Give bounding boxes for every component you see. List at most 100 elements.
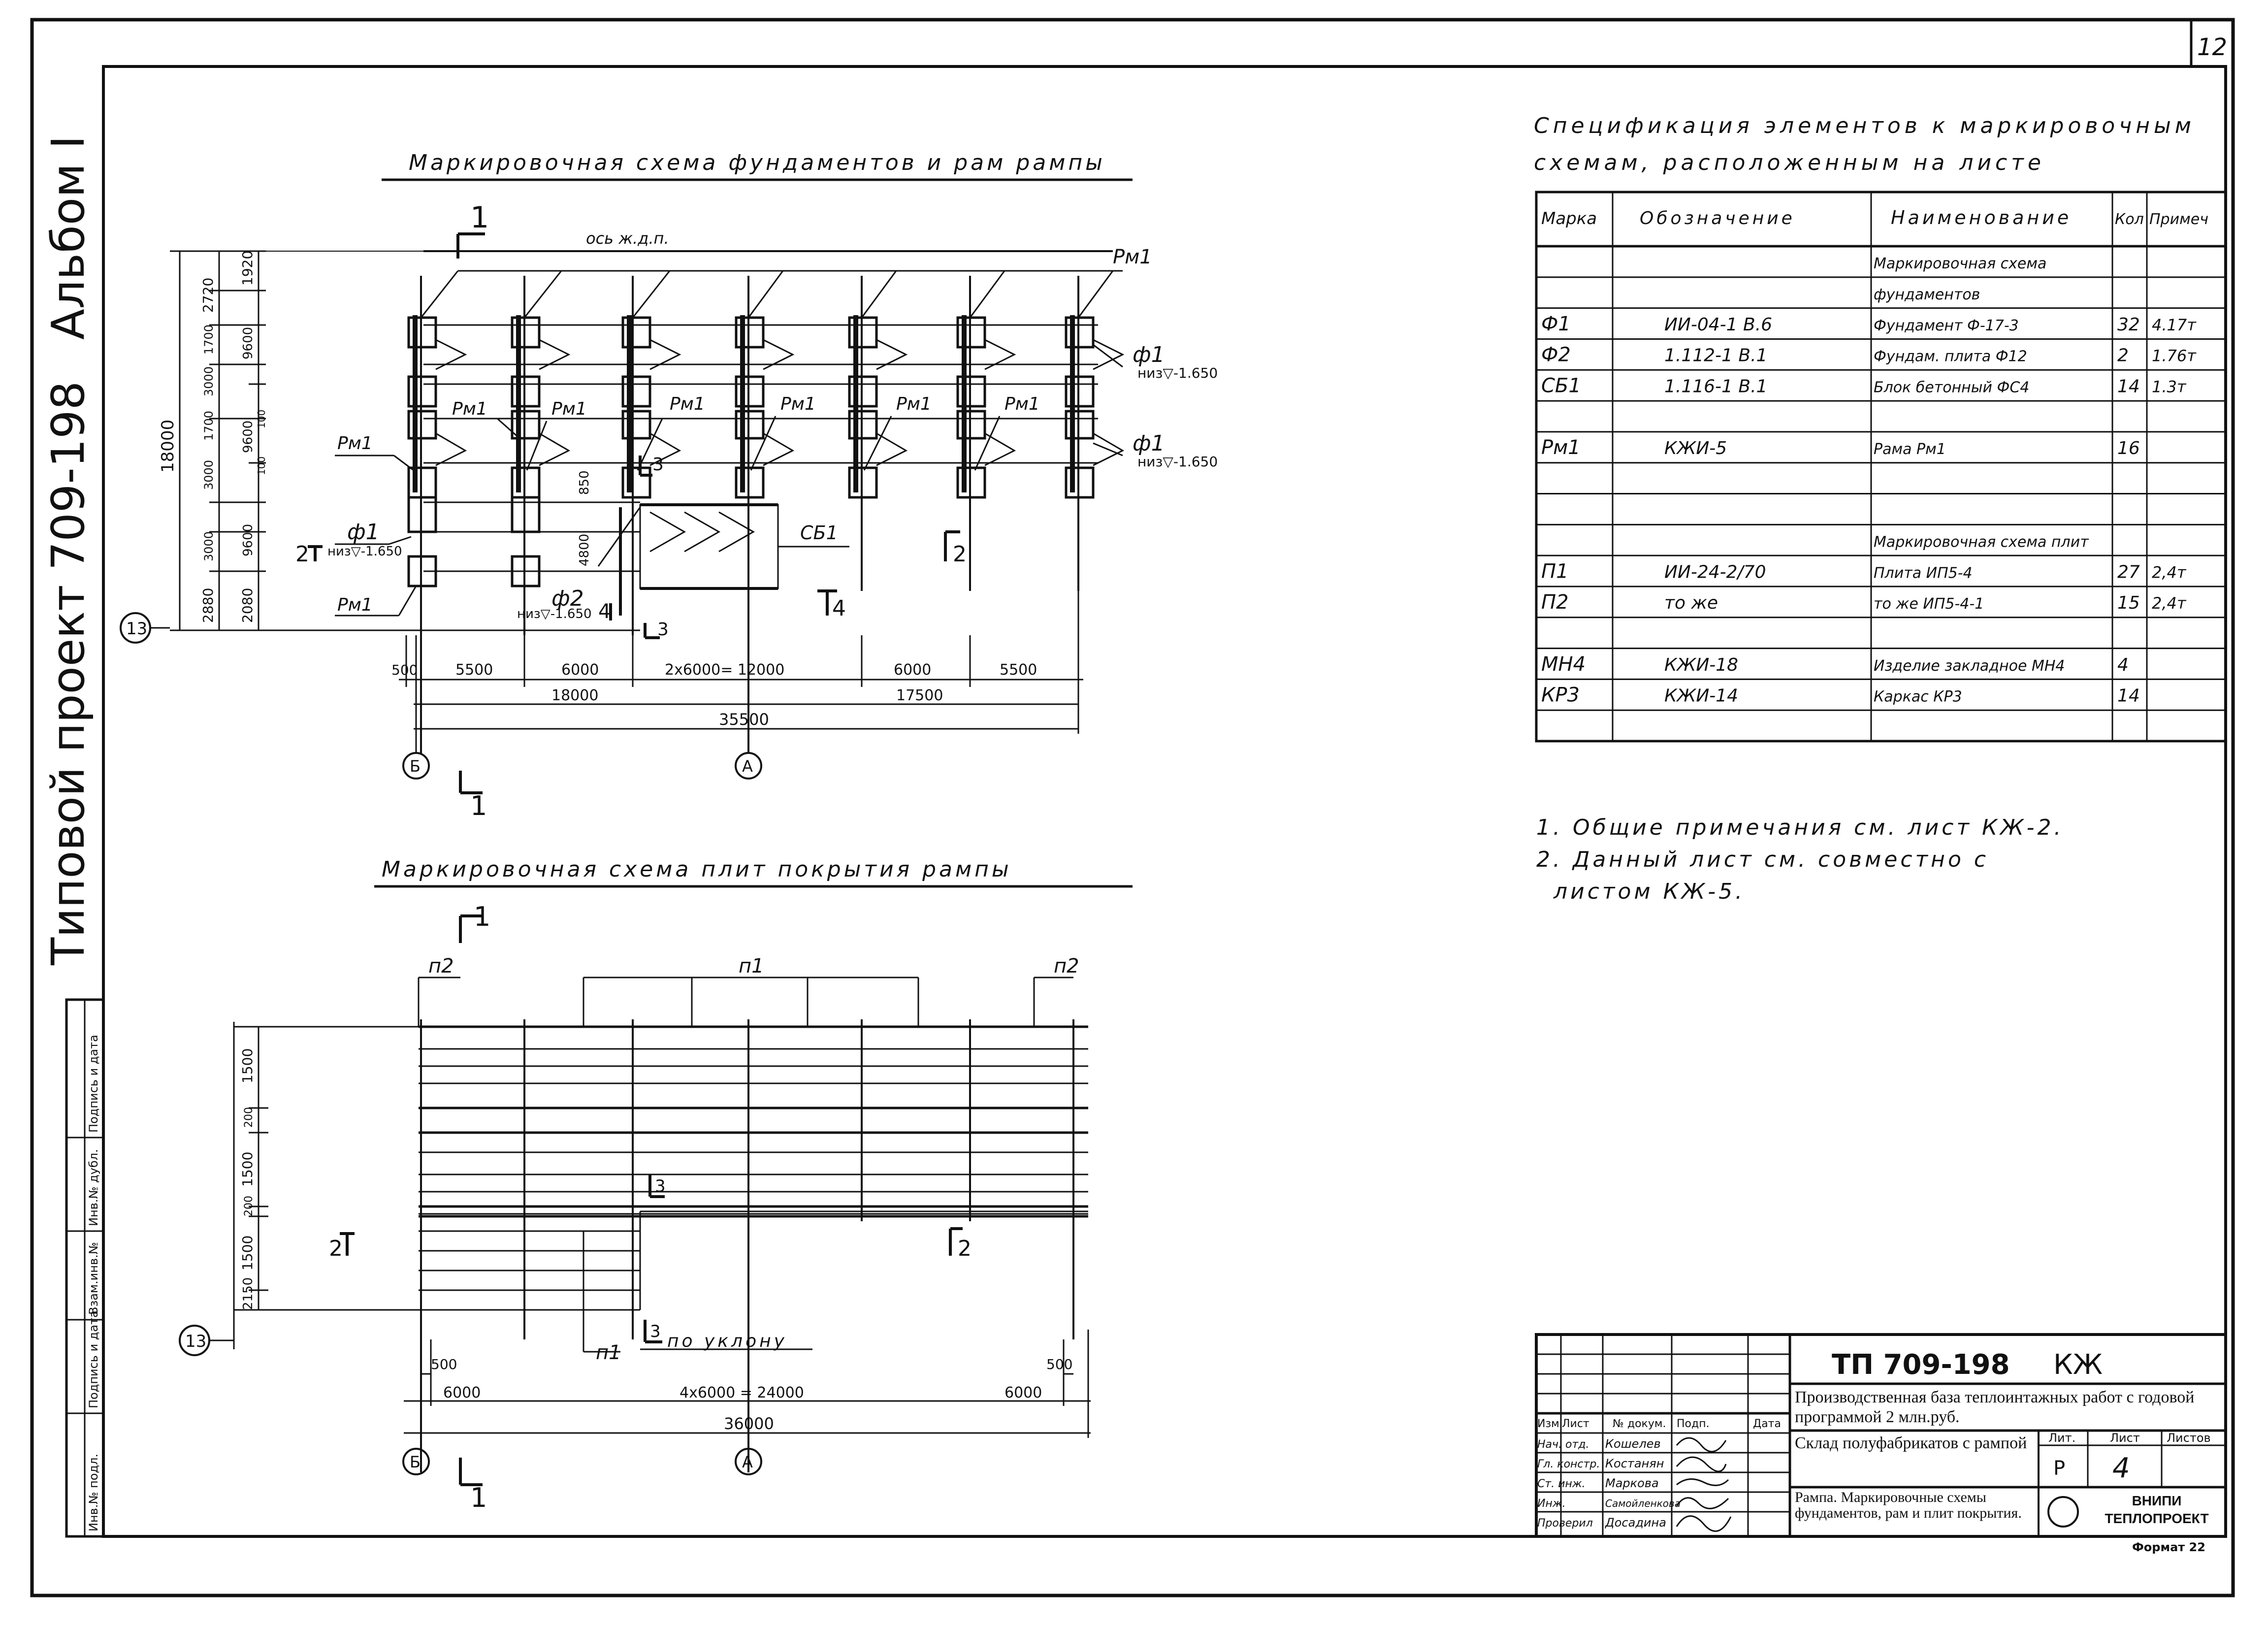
svg-text:36000: 36000 [724,1414,774,1433]
svg-text:Инж.: Инж. [1537,1498,1566,1510]
svg-text:2080: 2080 [239,588,256,623]
spec-cell-name: Рама Рм1 [1874,441,1946,458]
svg-text:Маркова: Маркова [1605,1476,1659,1490]
spec-cell-mark: Ф1 [1541,313,1571,335]
page-number: 12 [2197,33,2227,61]
svg-text:6000: 6000 [443,1384,481,1401]
svg-text:1: 1 [470,790,487,821]
svg-text:ТП 709-198: ТП 709-198 [1832,1349,2010,1381]
spec-cell-code: ИИ-04-1 В.6 [1664,315,1772,335]
spec-cell-mark: СБ1 [1541,374,1581,397]
svg-text:13: 13 [126,619,147,639]
svg-text:3000: 3000 [202,460,216,490]
spec-cell-note: 2,4т [2152,594,2187,613]
svg-text:СБ1: СБ1 [800,522,838,544]
svg-text:18000: 18000 [551,687,598,704]
svg-text:2: 2 [329,1236,343,1261]
spec-cell-note: 4.17т [2152,316,2197,334]
spec-cell-name: Маркировочная схема плит [1874,534,2089,551]
svg-text:5500: 5500 [1000,661,1037,679]
svg-text:Нач. отд.: Нач. отд. [1537,1438,1589,1451]
sheet-title: Рампа. Маркировочные схемы фундаментов, … [1795,1490,2022,1521]
svg-text:КЖ: КЖ [2053,1349,2103,1381]
roof-slab-scheme: Маркировочная схема плит покрытия рампы … [179,857,1133,1513]
spec-cell-code: КЖИ-14 [1664,686,1738,706]
svg-text:3000: 3000 [202,366,216,396]
svg-text:Взам.инв.№: Взам.инв.№ [87,1242,100,1315]
svg-text:2150: 2150 [241,1277,256,1310]
spec-cell-code: 1.116-1 В.1 [1664,376,1767,396]
svg-text:1700: 1700 [202,411,216,441]
svg-text:Инв.№ дубл.: Инв.№ дубл. [87,1149,100,1226]
signatures [1676,1437,1732,1532]
spec-cell-mark: Ф2 [1541,344,1571,366]
spec-cell-mark: П2 [1541,591,1569,614]
svg-text:17500: 17500 [896,687,943,704]
svg-text:18000: 18000 [158,420,178,473]
spec-table: Спецификация элементов к маркировочным с… [1534,113,2227,743]
svg-text:1: 1 [470,1482,487,1513]
svg-text:низ▽-1.650: низ▽-1.650 [517,607,592,621]
svg-text:Дата: Дата [1753,1418,1781,1430]
svg-text:2: 2 [953,542,967,567]
org-name: ВНИПИ ТЕПЛОПРОЕКТ [2105,1493,2209,1526]
svg-text:1700: 1700 [202,325,216,355]
rail-axis-label: ось ж.д.п. [586,229,669,248]
spec-cell-name: Фундам. плита Ф12 [1874,348,2027,365]
side-title: Типовой проект 709-198 [42,381,95,966]
svg-text:1: 1 [474,901,490,932]
spec-cell-mark: МН4 [1541,653,1586,676]
svg-text:9600: 9600 [241,327,256,359]
spec-cell-name: фундаментов [1874,286,1980,303]
svg-text:100: 100 [256,410,267,428]
svg-text:Костанян: Костанян [1605,1457,1664,1470]
svg-text:низ▽-1.650: низ▽-1.650 [327,544,402,559]
svg-text:500: 500 [431,1356,457,1372]
svg-text:2880: 2880 [200,588,216,623]
svg-text:низ▽-1.650: низ▽-1.650 [1137,365,1218,381]
svg-text:1500: 1500 [239,1236,256,1270]
drawing1-title: Маркировочная схема фундаментов и рам ра… [409,150,1105,175]
svg-text:Рм1: Рм1 [670,394,705,414]
spec-cell-code: то же [1664,593,1718,613]
spec-cell-name: Блок бетонный ФС4 [1874,379,2029,396]
svg-text:Рм1: Рм1 [1004,394,1040,414]
svg-text:2: 2 [958,1236,972,1261]
svg-text:9600: 9600 [241,524,256,556]
spec-cell-mark: П1 [1541,560,1569,583]
svg-text:Рм1: Рм1 [1113,246,1152,268]
svg-text:4х6000 = 24000: 4х6000 = 24000 [680,1384,804,1401]
svg-text:ф1: ф1 [1133,342,1165,367]
svg-text:3000: 3000 [202,531,216,561]
outer-frame [30,18,2235,1597]
spec-cell-note: 1.3т [2152,377,2187,396]
spec-cell-name: Каркас КР3 [1874,688,1962,706]
svg-text:Подпись и дата: Подпись и дата [87,1035,100,1133]
svg-text:850: 850 [577,470,592,495]
svg-text:Лит.: Лит. [2048,1431,2075,1445]
svg-text:1500: 1500 [239,1048,256,1083]
album-label: Альбом I [42,135,95,340]
svg-text:ф2: ф2 [551,586,584,611]
spec-cell-code: ИИ-24-2/70 [1664,562,1766,582]
svg-text:4: 4 [2112,1452,2130,1484]
svg-text:Лист: Лист [1562,1418,1589,1430]
spec-cell-qty: 16 [2117,438,2140,458]
svg-text:200: 200 [243,1196,255,1216]
svg-text:п2: п2 [428,955,454,977]
project-name: Производственная база теплоинтажных рабо… [1795,1388,2195,1426]
svg-text:Ст. инж.: Ст. инж. [1537,1478,1586,1490]
spec-cell-name: Изделие закладное МН4 [1874,657,2065,675]
svg-text:Рм1: Рм1 [896,394,932,414]
spec-cell-qty: 14 [2117,376,2140,396]
spec-cell-qty: 32 [2117,315,2140,335]
svg-text:Кошелев: Кошелев [1605,1437,1661,1451]
svg-text:Б: Б [410,1453,421,1471]
svg-text:6000: 6000 [561,661,599,679]
svg-text:листом КЖ-5.: листом КЖ-5. [1553,879,1745,904]
svg-text:Рм1: Рм1 [452,399,487,419]
spec-cell-qty: 15 [2117,593,2140,613]
spec-cell-qty: 27 [2117,562,2140,582]
svg-text:1: 1 [470,200,489,235]
